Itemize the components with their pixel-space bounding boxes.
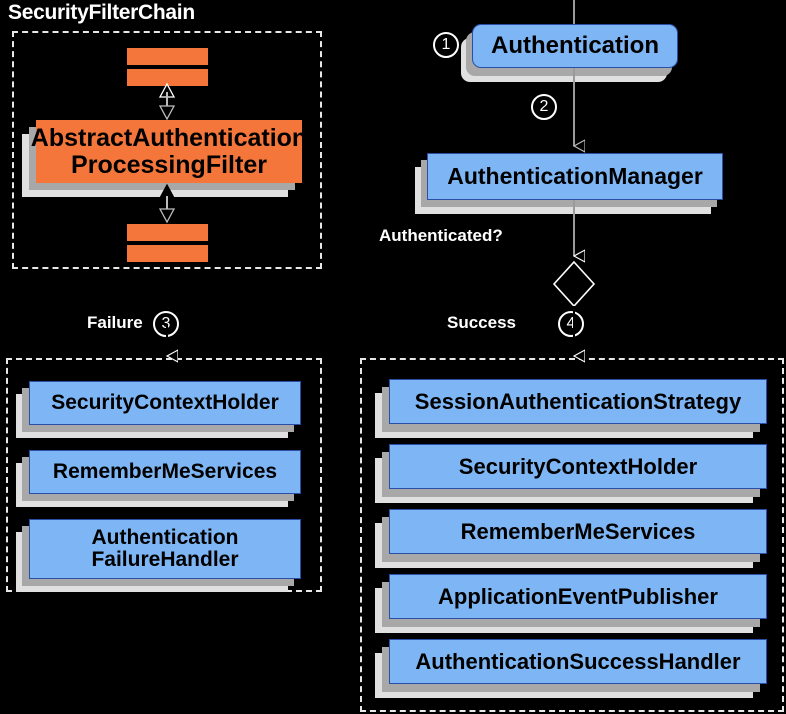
node-abstract-authentication-processing-filter[interactable]: AbstractAuthentication ProcessingFilter xyxy=(31,120,307,183)
node-authentication-manager[interactable]: AuthenticationManager xyxy=(427,153,723,200)
authentication-label: Authentication xyxy=(491,32,659,60)
decision-diamond xyxy=(552,260,596,308)
step-badge-2: 2 xyxy=(531,94,557,120)
step-badge-1: 1 xyxy=(433,32,459,58)
failure-branch-label: Failure xyxy=(87,313,143,332)
failure-item-1-label: SecurityContextHolder xyxy=(51,390,279,414)
step-badge-1-label: 1 xyxy=(441,36,451,53)
step-badge-4-label: 4 xyxy=(566,315,576,332)
success-item-5-label: AuthenticationSuccessHandler xyxy=(415,648,741,674)
success-item-1-label: SessionAuthenticationStrategy xyxy=(414,388,742,414)
success-item-3-label: RememberMeServices xyxy=(460,518,696,544)
aap-filter-label-line1: AbstractAuthentication xyxy=(30,124,308,153)
step-badge-3: 3 xyxy=(153,311,179,337)
failure-item-remember-me-services[interactable]: RememberMeServices xyxy=(29,450,301,494)
success-group xyxy=(360,358,784,712)
success-branch-label: Success xyxy=(447,313,516,332)
node-authentication[interactable]: Authentication xyxy=(472,24,678,68)
success-item-security-context-holder[interactable]: SecurityContextHolder xyxy=(389,444,767,489)
success-item-authentication-success-handler[interactable]: AuthenticationSuccessHandler xyxy=(389,639,767,684)
aap-filter-label-line2: ProcessingFilter xyxy=(71,150,267,179)
failure-item-3-label-line1: Authentication xyxy=(91,525,239,549)
filter-bar-2 xyxy=(127,69,208,86)
filter-bar-4 xyxy=(127,245,208,262)
security-filter-chain-title: SecurityFilterChain xyxy=(8,1,195,24)
decision-label: Authenticated? xyxy=(379,226,503,245)
filter-bar-3 xyxy=(127,224,208,241)
authentication-manager-label: AuthenticationManager xyxy=(447,163,703,190)
success-item-2-label: SecurityContextHolder xyxy=(458,453,698,479)
failure-item-2-label: RememberMeServices xyxy=(52,459,278,483)
failure-item-3-label-line2: FailureHandler xyxy=(91,548,239,571)
security-filter-chain-group xyxy=(12,31,322,269)
success-item-remember-me-services[interactable]: RememberMeServices xyxy=(389,509,767,554)
step-badge-2-label: 2 xyxy=(539,98,549,115)
failure-item-security-context-holder[interactable]: SecurityContextHolder xyxy=(29,381,301,425)
success-item-4-label: ApplicationEventPublisher xyxy=(438,583,718,609)
step-badge-4: 4 xyxy=(558,311,584,337)
filter-bar-1 xyxy=(127,48,208,65)
step-badge-3-label: 3 xyxy=(161,315,171,332)
failure-item-authentication-failure-handler[interactable]: Authentication FailureHandler xyxy=(29,519,301,579)
success-item-application-event-publisher[interactable]: ApplicationEventPublisher xyxy=(389,574,767,619)
success-item-session-authentication-strategy[interactable]: SessionAuthenticationStrategy xyxy=(389,379,767,424)
